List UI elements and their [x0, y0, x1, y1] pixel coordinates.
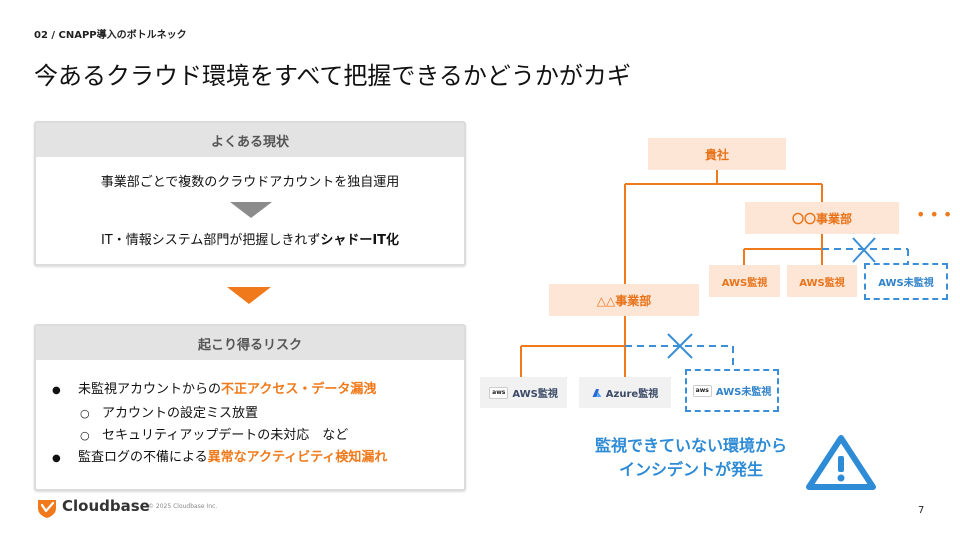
cloudbase-logo-icon — [38, 500, 56, 518]
account-unmonitored: AWS未監視 — [864, 263, 948, 300]
account-label: AWS監視 — [512, 389, 558, 400]
risk-sub-item: ○ セキュリティアップデートの未対応 など — [80, 424, 348, 443]
current-state-heading: よくある現状 — [36, 123, 464, 157]
sub-bullet-icon: ○ — [80, 407, 90, 420]
azure-logo-icon — [592, 388, 602, 397]
risks-panel: 起こり得るリスク ● 未監視アカウントからの不正アクセス・データ漏洩 ○ アカウント… — [34, 324, 466, 491]
aws-logo-icon: aws — [692, 384, 712, 397]
risk-item-highlight: 異常なアクティビティ検知漏れ — [207, 450, 388, 465]
breadcrumb: 02 / CNAPP導入のボトルネック — [34, 30, 187, 41]
org-root: 貴社 — [648, 138, 786, 170]
alert-line1: 監視できていない環境から — [594, 436, 787, 455]
more-icon: ••• — [916, 205, 957, 224]
shadow-it-label: シャドーIT化 — [320, 233, 400, 248]
copyright: © 2025 Cloudbase Inc. — [148, 503, 218, 510]
account-monitored: aws AWS監視 — [480, 377, 567, 408]
account-monitored: Azure監視 — [579, 377, 671, 408]
risk-item: ● 未監視アカウントからの不正アクセス・データ漏洩 — [52, 378, 376, 397]
sub-bullet-icon: ○ — [80, 429, 90, 442]
current-state-line2: IT・情報システム部門が把握しきれずシャドーIT化 — [36, 229, 464, 248]
account-unmonitored: aws AWS未監視 — [685, 369, 779, 412]
bullet-icon: ● — [52, 453, 61, 464]
down-arrow-icon — [230, 202, 272, 218]
page-number: 7 — [918, 505, 925, 516]
disconnect-x-icon — [852, 237, 876, 263]
risk-item-text: 監査ログの不備による — [78, 450, 208, 465]
risk-sub-text: アカウントの設定ミス放置 — [102, 406, 259, 421]
account-monitored: AWS監視 — [787, 265, 857, 297]
down-arrow-icon — [227, 287, 271, 304]
account-monitored: AWS監視 — [709, 265, 780, 297]
risk-sub-text: セキュリティアップデートの未対応 など — [102, 428, 349, 443]
risk-item: ● 監査ログの不備による異常なアクティビティ検知漏れ — [52, 446, 387, 465]
current-state-line1: 事業部ごとで複数のクラウドアカウントを独自運用 — [100, 175, 400, 190]
incident-alert: 監視できていない環境から インシデントが発生 — [566, 434, 816, 482]
risk-item-text: 未監視アカウントからの — [78, 382, 222, 397]
alert-line2: インシデントが発生 — [618, 460, 763, 479]
current-state-panel: よくある現状 事業部ごとで複数のクラウドアカウントを独自運用 IT・情報システム… — [34, 121, 466, 266]
account-label: Azure監視 — [605, 389, 659, 400]
warning-icon — [806, 435, 876, 490]
risk-item-highlight: 不正アクセス・データ漏洩 — [221, 382, 377, 397]
aws-logo-icon: aws — [489, 386, 509, 399]
page-title: 今あるクラウド環境をすべて把握できるかどうかがカギ — [34, 62, 631, 90]
org-dept-a: 〇〇事業部 — [745, 202, 899, 234]
risk-sub-item: ○ アカウントの設定ミス放置 — [80, 402, 258, 421]
account-label: AWS未監視 — [715, 387, 772, 398]
disconnect-x-icon — [667, 333, 693, 359]
bullet-icon: ● — [52, 385, 61, 396]
org-dept-b: △△事業部 — [549, 284, 699, 316]
risks-heading: 起こり得るリスク — [36, 326, 464, 360]
brand-logo: Cloudbase — [62, 497, 150, 515]
current-state-line2-text: IT・情報システム部門が把握しきれず — [100, 233, 321, 248]
